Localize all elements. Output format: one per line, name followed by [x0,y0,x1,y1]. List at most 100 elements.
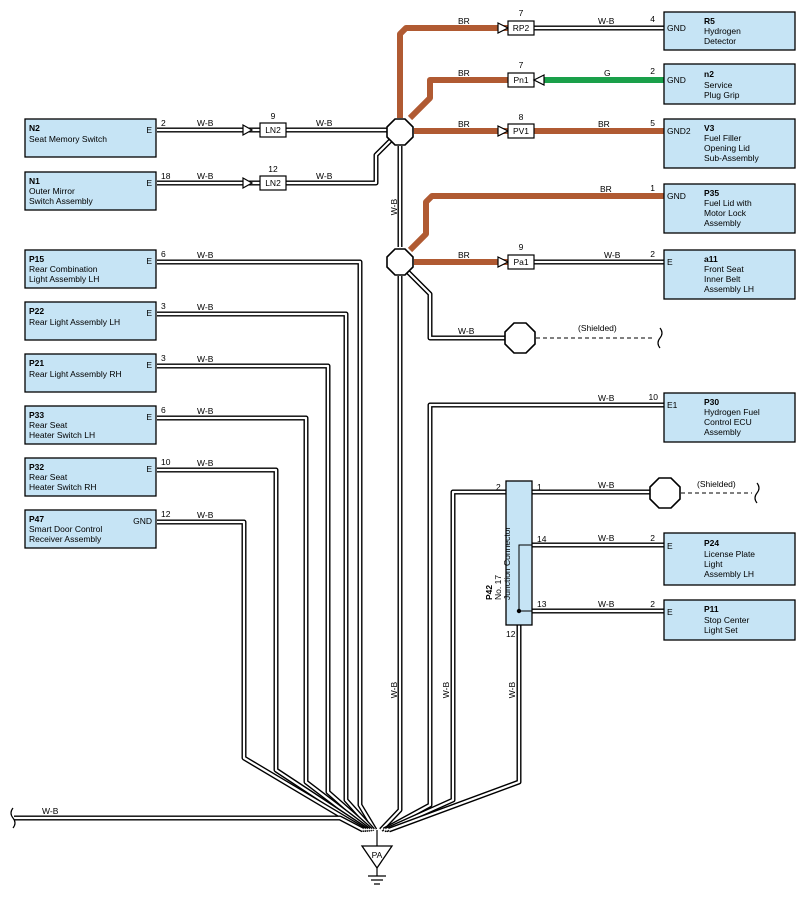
terminal-label: GND [133,516,152,526]
pin-number: 4 [650,14,655,24]
wire-left-ground [14,815,365,833]
wire-label: W-B [197,406,214,416]
component-name: Front Seat [704,264,744,274]
component-name: Rear Light Assembly LH [29,317,120,327]
terminal-label: E [146,308,152,318]
arrow-icon [497,22,510,34]
arrow-icon [532,74,545,86]
wire-label: W-B [598,393,615,403]
component-code: n2 [704,69,714,79]
component-n2-seat-memory-switch: N2 Seat Memory Switch E 2 [24,118,166,158]
connector-pv1-label: PV1 [513,126,529,136]
terminal-label: GND [667,75,686,85]
connector-rp2-label: RP2 [513,23,530,33]
component-code: P30 [704,397,719,407]
terminal-label: E [667,257,673,267]
ground-label: PA [372,850,383,860]
colored-wires [397,25,664,265]
connector-rp2 [507,20,535,36]
wire-label: W-B [598,16,615,26]
wire-label: BR [600,184,612,194]
component-p35-fuel-lid-motor-lock: GND 1 P35 Fuel Lid with Motor Lock Assem… [650,183,796,234]
wire-label: BR [458,68,470,78]
component-name: Smart Door Control [29,524,102,534]
wire-label: W-B [441,681,451,698]
jc-name-2: Junction Connector [502,527,512,600]
terminal-label: E [667,607,673,617]
component-name: Assembly LH [704,569,754,579]
component-code: P24 [704,538,719,548]
shield-junction-2 [649,477,681,509]
wire-r5-br [397,25,508,118]
pin-number: 10 [649,392,659,402]
component-code: a11 [704,254,718,264]
component-name: Stop Center [704,615,750,625]
terminal-label: E [146,464,152,474]
arrow-icon [242,176,254,190]
jc-pin-12: 12 [506,629,516,639]
terminal-label: E [146,178,152,188]
jc-pin-13: 13 [537,599,547,609]
ground-pa: PA [360,830,394,885]
break-icon [754,482,760,504]
terminal-label: E [667,541,673,551]
wire-shielded-1 [404,268,506,341]
break-icon [10,807,16,829]
wire-n2service-br [407,77,508,121]
component-p11-stop-center-light: E 2 P11 Stop Center Light Set [650,599,796,641]
arrow-icon [497,125,510,137]
terminal-label: E1 [667,400,678,410]
pin-number: 6 [161,405,166,415]
pin-number: 2 [650,66,655,76]
wire-label: W-B [197,302,214,312]
wire-label: W-B [197,354,214,364]
junction-dot [516,608,522,614]
jc-pin-left: 2 [496,482,501,492]
pin-number: 5 [650,118,655,128]
wire-p15 [157,259,378,832]
ground-icon [368,830,386,885]
component-name: Inner Belt [704,274,741,284]
connector-rp2-pin: 7 [519,8,524,18]
component-p15-rear-combination-light-lh: P15 Rear Combination Light Assembly LH E… [24,249,166,289]
connector-pa1-label: Pa1 [513,257,528,267]
component-name: Rear Light Assembly RH [29,369,122,379]
terminal-label: E [146,256,152,266]
break-icon [657,327,663,349]
component-a11-front-seat-inner-belt: E 2 a11 Front Seat Inner Belt Assembly L… [650,249,796,300]
component-name: Control ECU [704,417,752,427]
wire-label: W-B [197,118,214,128]
connector-ln2-a-pin: 9 [271,111,276,121]
shield-junction-1 [504,322,536,354]
wire-p47 [157,519,367,833]
wire-label: W-B [604,250,621,260]
jc-code: P42 [484,585,494,600]
component-name: Plug Grip [704,90,740,100]
wire-label: W-B [598,480,615,490]
connector-pa1 [507,254,535,270]
wire-labels: W-B W-B W-B W-B BR W-B BR G BR BR BR BR … [42,16,621,816]
component-name: Motor Lock [704,208,747,218]
component-name: Rear Seat [29,420,68,430]
wire-trunk-main [379,276,403,832]
wire-label: BR [458,250,470,260]
component-code: N2 [29,123,40,133]
component-p32-rear-seat-heater-switch-rh: P32 Rear Seat Heater Switch RH E 10 [24,457,171,497]
wire-label: W-B [197,250,214,260]
component-code: V3 [704,123,715,133]
component-name: Fuel Filler [704,133,741,143]
component-code: N1 [29,176,40,186]
component-name: Opening Lid [704,143,750,153]
connector-ln2-b-pin: 12 [268,164,278,174]
component-name: Assembly [704,218,742,228]
pin-number: 3 [161,353,166,363]
jc-pin-1: 1 [537,482,542,492]
component-code: P32 [29,462,44,472]
pin-number: 2 [650,533,655,543]
pin-number: 2 [650,599,655,609]
inline-connectors: LN2 9 LN2 12 RP2 7 Pn1 7 PV1 8 Pa1 9 [242,8,545,270]
component-name: License Plate [704,549,755,559]
terminal-label: GND2 [667,126,691,136]
component-p33-rear-seat-heater-switch-lh: P33 Rear Seat Heater Switch LH E 6 [24,405,166,445]
pin-number: 12 [161,509,171,519]
